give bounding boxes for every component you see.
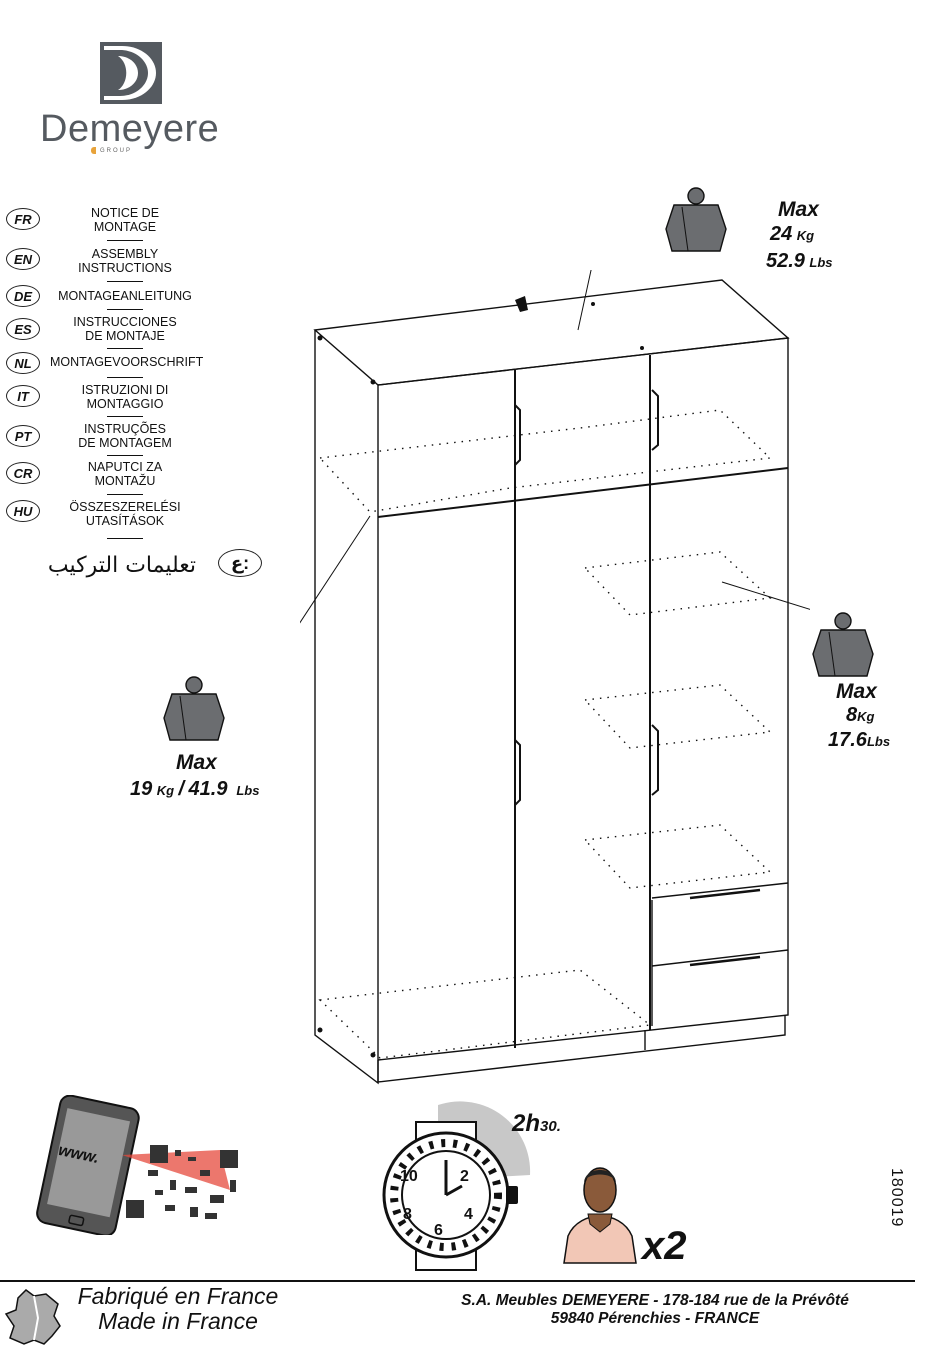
weight-max-label: Max bbox=[176, 751, 217, 774]
person-icon bbox=[563, 1167, 637, 1264]
brand-dot-icon bbox=[91, 147, 96, 154]
persons-count: x2 bbox=[642, 1224, 687, 1268]
france-map-icon bbox=[4, 1289, 61, 1345]
lang-title-arabic: تعليمات التركيب bbox=[47, 553, 196, 578]
lang-separator bbox=[107, 377, 143, 378]
lang-title: MONTAGEANLEITUNG bbox=[58, 289, 192, 303]
lang-separator bbox=[107, 538, 143, 539]
lang-separator bbox=[107, 348, 143, 349]
lang-code: DE bbox=[6, 285, 40, 307]
company-address: S.A. Meubles DEMEYERE - 178-184 rue de l… bbox=[461, 1292, 849, 1327]
weight-max-label: Max bbox=[778, 198, 819, 221]
watch-number: 8 bbox=[403, 1206, 412, 1223]
document-number: 180019 bbox=[888, 1168, 905, 1228]
assembly-time: 2h30. bbox=[512, 1110, 561, 1137]
brand-name: Demeyere bbox=[40, 108, 220, 150]
lang-separator bbox=[107, 416, 143, 417]
lang-code: NL bbox=[6, 352, 40, 374]
demeyere-logo-icon bbox=[100, 42, 162, 104]
lang-code: CR bbox=[6, 462, 40, 484]
weight-lbs-value: 17.6Lbs bbox=[828, 729, 891, 751]
watch-number: 2 bbox=[460, 1168, 469, 1185]
footer-divider bbox=[0, 1280, 915, 1282]
lang-code: FR bbox=[6, 208, 40, 230]
watch-number: 10 bbox=[400, 1168, 418, 1185]
weight-value: 19 Kg / 41.9 Lbs bbox=[130, 778, 260, 800]
weight-icon bbox=[665, 187, 727, 252]
weight-icon bbox=[812, 612, 874, 677]
made-in-label: Fabriqué en France Made in France bbox=[77, 1283, 279, 1334]
lang-separator bbox=[107, 455, 143, 456]
weight-lbs-value: 52.9 Lbs bbox=[766, 250, 833, 272]
lang-title: MONTAGEVOORSCHRIFT bbox=[50, 355, 204, 369]
brand-subtitle: GROUP bbox=[100, 148, 133, 154]
lang-code: ES bbox=[6, 318, 40, 340]
lang-separator bbox=[107, 309, 143, 310]
weight-icon bbox=[163, 676, 225, 741]
phone-qr-illustration bbox=[36, 1095, 238, 1235]
lang-code: PT bbox=[6, 425, 40, 447]
lang-code: EN bbox=[6, 248, 40, 270]
watch-number: 4 bbox=[464, 1206, 473, 1223]
wardrobe-illustration bbox=[300, 270, 810, 1085]
lang-code: HU bbox=[6, 500, 40, 522]
watch-number: 6 bbox=[434, 1222, 443, 1239]
lang-separator bbox=[107, 281, 143, 282]
weight-kg-value: 8Kg bbox=[846, 704, 875, 726]
watch-icon bbox=[382, 1101, 531, 1271]
lang-code: IT bbox=[6, 385, 40, 407]
lang-code-arabic: ع: bbox=[218, 549, 262, 577]
lang-separator bbox=[107, 240, 143, 241]
weight-kg-value: 24 Kg bbox=[770, 223, 815, 245]
weight-max-label: Max bbox=[836, 680, 877, 703]
lang-separator bbox=[107, 494, 143, 495]
